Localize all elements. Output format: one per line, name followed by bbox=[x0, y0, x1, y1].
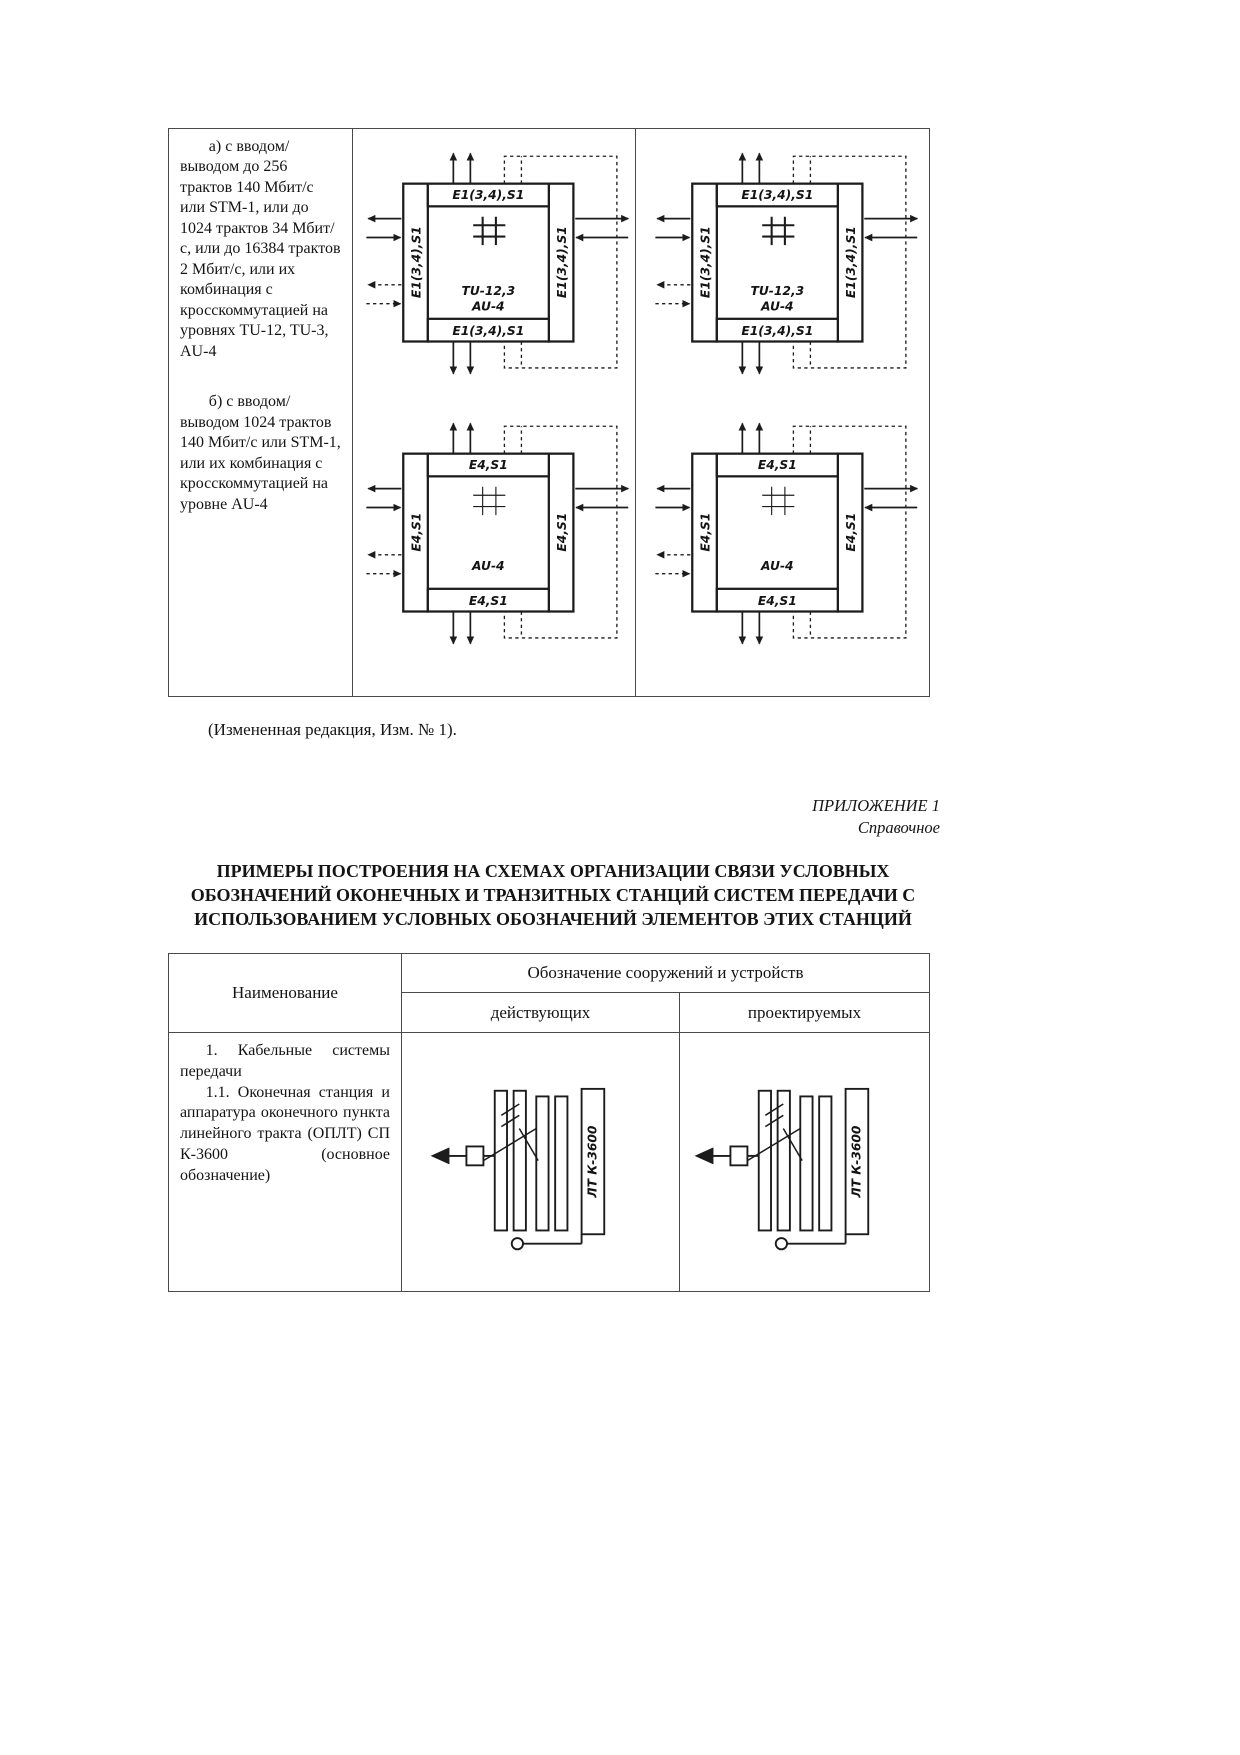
row-name-line-1: 1. Кабельные системы передачи bbox=[180, 1042, 390, 1080]
bottom-bar-label: E1(3,4),S1 bbox=[452, 324, 524, 338]
mux-ring-diagram-b1: E4,S1 E4,S1 E4,S1 E4,S1 AU-4 bbox=[366, 422, 630, 645]
cross-connect-symbol bbox=[761, 216, 794, 246]
mux-ring-diagram-b2: E4,S1 E4,S1 E4,S1 E4,S1 AU-4 bbox=[654, 422, 918, 645]
bottom-bar-label: E4,S1 bbox=[757, 594, 796, 608]
oplt-diagram-existing: ЛТ К-3600 bbox=[430, 1087, 605, 1250]
center-label-2: AU-4 bbox=[760, 299, 794, 313]
left-bar-label: E1(3,4),S1 bbox=[409, 226, 423, 298]
cross-connect-symbol bbox=[761, 486, 794, 516]
mux-caption-a: а) с вводом/выводом до 256 трактов 140 М… bbox=[180, 138, 341, 360]
right-bar-label: E1(3,4),S1 bbox=[555, 226, 569, 298]
appendix-title: ПРИЛОЖЕНИЕ 1 bbox=[812, 796, 940, 815]
mux-variants-table: а) с вводом/выводом до 256 трактов 140 М… bbox=[168, 128, 930, 697]
top-bar-label: E4,S1 bbox=[469, 458, 508, 472]
center-label-2: AU-4 bbox=[471, 299, 505, 313]
top-bar-label: E1(3,4),S1 bbox=[741, 188, 813, 202]
sub-header-planned: проектируемых bbox=[747, 1002, 862, 1022]
mux-diagram-column-left: E1(3,4),S1 E1(3,4),S1 E1(3,4),S1 E1(3,4)… bbox=[353, 129, 636, 696]
symbols-table-row: 1. Кабельные системы передачи 1.1. Оконе… bbox=[169, 1032, 929, 1291]
top-bar-label: E4,S1 bbox=[757, 458, 796, 472]
designation-header-group: Обозначение сооружений и устройств дейст… bbox=[402, 954, 929, 1032]
symbols-table-header: Наименование Обозначение сооружений и ус… bbox=[169, 954, 929, 1032]
right-bar-label: E4,S1 bbox=[555, 513, 569, 552]
line-tract-label: ЛТ К-3600 bbox=[849, 1125, 863, 1199]
designation-planned-cell: ЛТ К-3600 bbox=[680, 1033, 929, 1291]
center-label-1: AU-4 bbox=[760, 559, 794, 573]
center-label-1: TU-12,3 bbox=[750, 284, 804, 298]
cross-connect-symbol bbox=[473, 216, 506, 246]
right-bar-label: E1(3,4),S1 bbox=[843, 226, 857, 298]
appendix-block: ПРИЛОЖЕНИЕ 1 Справочное bbox=[168, 795, 940, 840]
left-bar-label: E4,S1 bbox=[409, 513, 423, 552]
bottom-bar-label: E1(3,4),S1 bbox=[741, 324, 813, 338]
revision-note: (Измененная редакция, Изм. № 1). bbox=[208, 720, 457, 739]
left-bar-label: E4,S1 bbox=[698, 513, 712, 552]
sub-header-row: действующих проектируемых bbox=[402, 993, 929, 1032]
line-tract-label: ЛТ К-3600 bbox=[585, 1125, 599, 1199]
sub-header-existing: действующих bbox=[402, 993, 680, 1032]
mux-captions-column: а) с вводом/выводом до 256 трактов 140 М… bbox=[169, 129, 353, 696]
top-bar-label: E1(3,4),S1 bbox=[452, 188, 524, 202]
mux-ring-diagram-a1: E1(3,4),S1 E1(3,4),S1 E1(3,4),S1 E1(3,4)… bbox=[366, 152, 630, 375]
mux-ring-diagram-a2: E1(3,4),S1 E1(3,4),S1 E1(3,4),S1 E1(3,4)… bbox=[654, 152, 918, 375]
left-arrow-icon bbox=[430, 1146, 449, 1164]
bottom-bar-label: E4,S1 bbox=[469, 594, 508, 608]
left-arrow-icon bbox=[694, 1146, 713, 1164]
designation-existing-cell: ЛТ К-3600 bbox=[402, 1033, 680, 1291]
mux-caption-b: б) с вводом/выводом 1024 трактов 140 Мби… bbox=[180, 393, 341, 513]
mux-diagram-column-right: E1(3,4),S1 E1(3,4),S1 E1(3,4),S1 E1(3,4)… bbox=[636, 129, 929, 696]
column-header-designation: Обозначение сооружений и устройств bbox=[402, 954, 929, 993]
center-label-1: TU-12,3 bbox=[461, 284, 515, 298]
oplt-diagram-planned: ЛТ К-3600 bbox=[694, 1087, 869, 1250]
row-name-cell: 1. Кабельные системы передачи 1.1. Оконе… bbox=[169, 1033, 402, 1291]
center-label-1: AU-4 bbox=[471, 559, 505, 573]
left-bar-label: E1(3,4),S1 bbox=[698, 226, 712, 298]
section-heading: ПРИМЕРЫ ПОСТРОЕНИЯ НА СХЕМАХ ОРГАНИЗАЦИИ… bbox=[190, 861, 916, 929]
symbols-table: Наименование Обозначение сооружений и ус… bbox=[168, 953, 930, 1292]
column-header-name: Наименование bbox=[169, 954, 402, 1032]
row-name-line-2: 1.1. Оконечная станция и аппаратура окон… bbox=[180, 1083, 390, 1184]
appendix-subtitle: Справочное bbox=[857, 818, 940, 838]
cross-connect-symbol bbox=[473, 486, 506, 516]
right-bar-label: E4,S1 bbox=[843, 513, 857, 552]
